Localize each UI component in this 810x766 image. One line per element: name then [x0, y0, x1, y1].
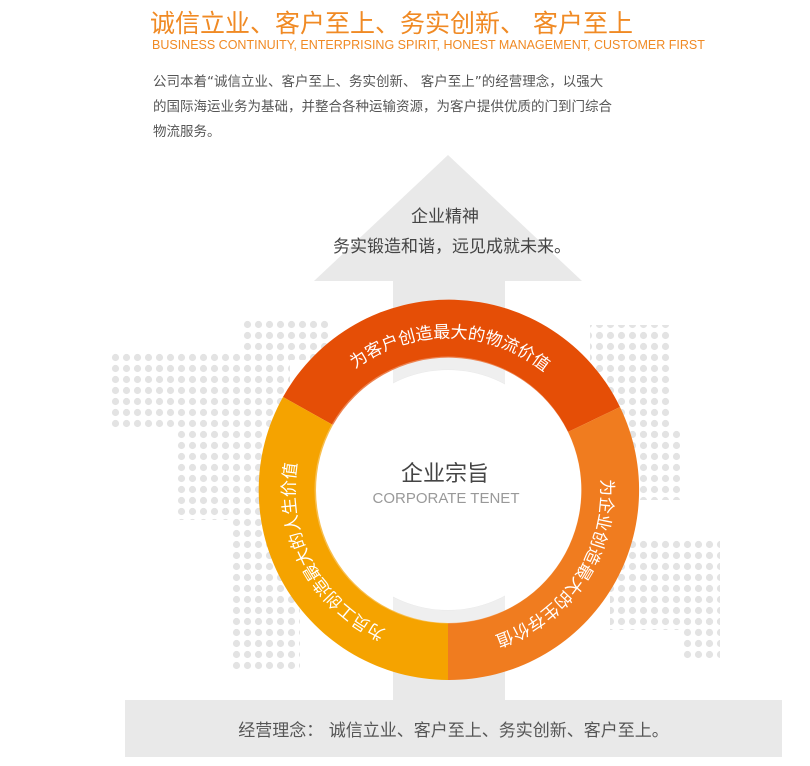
tenet-ring [258, 299, 640, 681]
business-philosophy-bar: 经营理念： 诚信立业、客户至上、务实创新、客户至上。 [125, 700, 782, 757]
ring-segment-right [448, 407, 640, 681]
arrow-title: 企业精神 [411, 207, 479, 227]
page-title: 诚信立业、客户至上、务实创新、 客户至上 [150, 9, 633, 38]
world-map-dots [110, 320, 720, 670]
page-subtitle: BUSINESS CONTINUITY, ENTERPRISING SPIRIT… [152, 38, 705, 52]
center-subtitle: CORPORATE TENET [373, 490, 520, 507]
ring-segment-top [283, 299, 620, 432]
arrow-text: 务实锻造和谐，远见成就未来。 [333, 237, 571, 257]
center-title: 企业宗旨 [401, 462, 489, 487]
business-philosophy-text: 经营理念： 诚信立业、客户至上、务实创新、客户至上。 [238, 721, 669, 741]
intro-paragraph: 公司本着“诚信立业、客户至上、务实创新、 客户至上”的经营理念，以强大的国际海运… [153, 74, 612, 140]
ring-segment-left [258, 397, 448, 680]
